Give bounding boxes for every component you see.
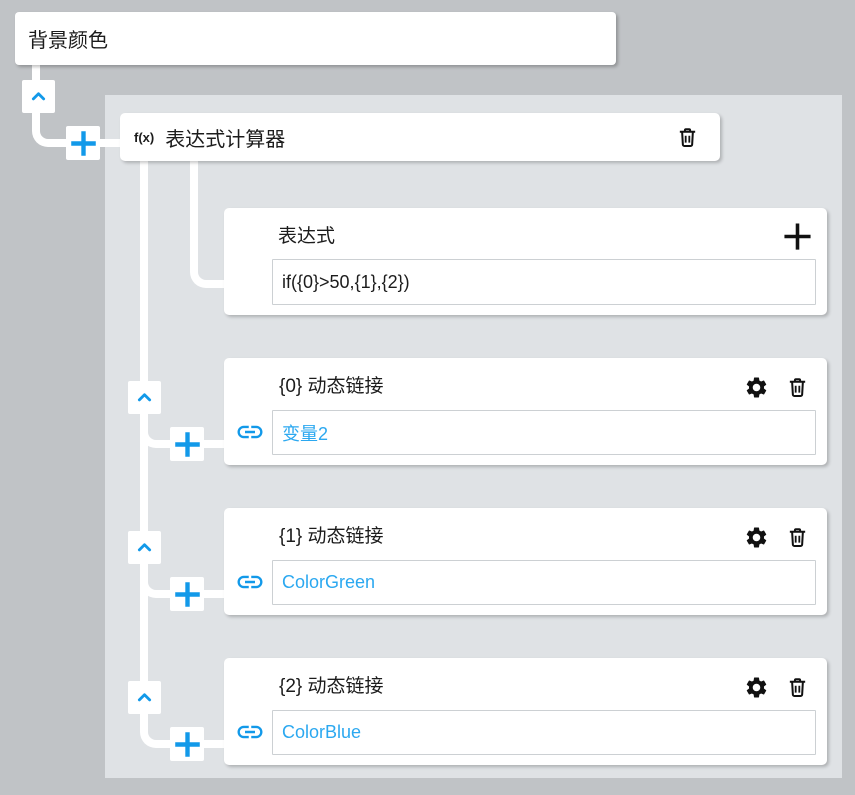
dynamic-link-value-input[interactable] — [272, 410, 816, 455]
trash-icon — [786, 376, 809, 399]
trash-icon — [786, 526, 809, 549]
trash-icon — [786, 676, 809, 699]
chain-link-icon — [235, 717, 265, 747]
property-node-label: 背景颜色 — [28, 30, 108, 52]
settings-button[interactable] — [743, 674, 769, 700]
plus-icon — [781, 220, 814, 253]
collapse-button-root[interactable] — [22, 80, 55, 113]
add-binding-button-link0[interactable] — [170, 427, 204, 461]
chain-link-icon — [235, 567, 265, 597]
plus-icon — [172, 579, 203, 610]
delete-calculator-button[interactable] — [674, 124, 700, 150]
settings-button[interactable] — [743, 374, 769, 400]
expression-input[interactable] — [272, 259, 816, 305]
gear-icon — [744, 675, 769, 700]
delete-link-button[interactable] — [784, 524, 810, 550]
chevron-up-icon — [135, 688, 154, 707]
settings-button[interactable] — [743, 524, 769, 550]
fx-icon: f(x) — [134, 129, 155, 145]
gear-icon — [744, 375, 769, 400]
calculator-header: f(x) 表达式计算器 — [120, 113, 720, 161]
dynamic-link-label: {1} 动态链接 — [279, 526, 384, 547]
chain-link-icon — [235, 417, 265, 447]
plus-icon — [172, 429, 203, 460]
chevron-up-icon — [135, 388, 154, 407]
connector-elbow-expression — [190, 161, 224, 288]
dynamic-link-value-input[interactable] — [272, 560, 816, 605]
chevron-up-icon — [29, 87, 48, 106]
plus-icon — [172, 729, 203, 760]
gear-icon — [744, 525, 769, 550]
dynamic-link-card-1: {1} 动态链接 — [224, 508, 827, 615]
collapse-button-link1[interactable] — [128, 531, 161, 564]
delete-link-button[interactable] — [784, 674, 810, 700]
delete-link-button[interactable] — [784, 374, 810, 400]
property-node-box[interactable]: 背景颜色 — [15, 12, 616, 65]
dynamic-link-value-input[interactable] — [272, 710, 816, 755]
collapse-button-link0[interactable] — [128, 381, 161, 414]
dynamic-link-card-2: {2} 动态链接 — [224, 658, 827, 765]
add-expression-argument-button[interactable] — [780, 219, 814, 253]
trash-icon — [676, 126, 699, 149]
expression-card: 表达式 — [224, 208, 827, 315]
calculator-title: 表达式计算器 — [165, 128, 286, 151]
add-binding-button-link2[interactable] — [170, 727, 204, 761]
add-binding-button-root[interactable] — [66, 126, 100, 160]
connector-line — [32, 64, 40, 84]
chevron-up-icon — [135, 538, 154, 557]
collapse-button-link2[interactable] — [128, 681, 161, 714]
plus-icon — [68, 128, 99, 159]
add-binding-button-link1[interactable] — [170, 577, 204, 611]
dynamic-link-label: {0} 动态链接 — [279, 376, 384, 397]
expression-label: 表达式 — [278, 226, 336, 247]
dynamic-link-card-0: {0} 动态链接 — [224, 358, 827, 465]
dynamic-link-label: {2} 动态链接 — [279, 676, 384, 697]
